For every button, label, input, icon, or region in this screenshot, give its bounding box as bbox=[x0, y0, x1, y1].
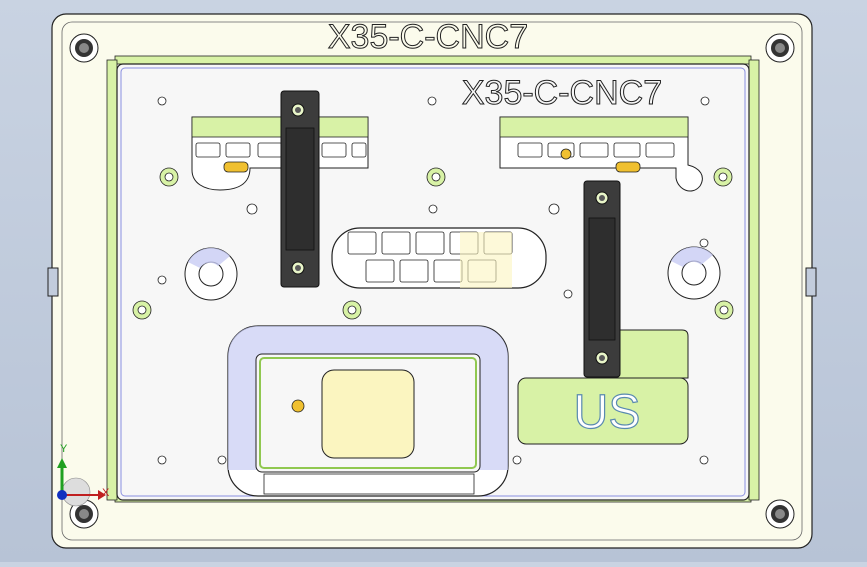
clamp-left[interactable] bbox=[280, 90, 320, 288]
small-hole bbox=[427, 96, 437, 106]
small-hole bbox=[699, 455, 709, 465]
outer-part-label: X35-C-CNC7 bbox=[328, 18, 528, 56]
center-window bbox=[331, 227, 547, 289]
x-axis-label: X bbox=[102, 487, 110, 499]
left-comb-pocket bbox=[191, 116, 369, 191]
small-hole bbox=[548, 203, 560, 215]
small-hole bbox=[699, 238, 709, 248]
y-axis-label: Y bbox=[60, 443, 68, 455]
locating-pin bbox=[714, 300, 734, 320]
right-round-boss bbox=[667, 246, 721, 300]
locating-pin bbox=[426, 167, 446, 187]
locating-pin bbox=[159, 167, 179, 187]
locating-pin bbox=[132, 300, 152, 320]
small-hole bbox=[428, 204, 438, 214]
small-hole bbox=[246, 203, 258, 215]
engraved-block: US bbox=[517, 329, 689, 445]
corner-bolt-tl bbox=[69, 33, 99, 63]
left-round-boss bbox=[184, 247, 238, 301]
corner-bolt-tr bbox=[765, 33, 795, 63]
small-hole bbox=[563, 289, 573, 299]
z-axis-dot-icon bbox=[57, 490, 67, 500]
y-axis-arrow-icon bbox=[57, 458, 67, 468]
engraved-text: US bbox=[574, 386, 641, 439]
locating-pin bbox=[342, 300, 362, 320]
small-hole bbox=[157, 455, 167, 465]
right-comb-pocket bbox=[499, 116, 703, 192]
locating-pin bbox=[713, 167, 733, 187]
part-nest bbox=[227, 325, 509, 497]
clamp-right[interactable] bbox=[583, 180, 621, 378]
axis-triad: X Y bbox=[57, 443, 110, 507]
corner-bolt-br bbox=[765, 499, 795, 529]
small-hole bbox=[512, 455, 522, 465]
small-hole bbox=[700, 96, 710, 106]
plate-part-label: X35-C-CNC7 bbox=[462, 74, 662, 112]
x-axis-arrow-icon bbox=[98, 490, 106, 500]
small-hole bbox=[157, 96, 167, 106]
small-hole bbox=[157, 275, 167, 285]
small-hole bbox=[217, 455, 227, 465]
